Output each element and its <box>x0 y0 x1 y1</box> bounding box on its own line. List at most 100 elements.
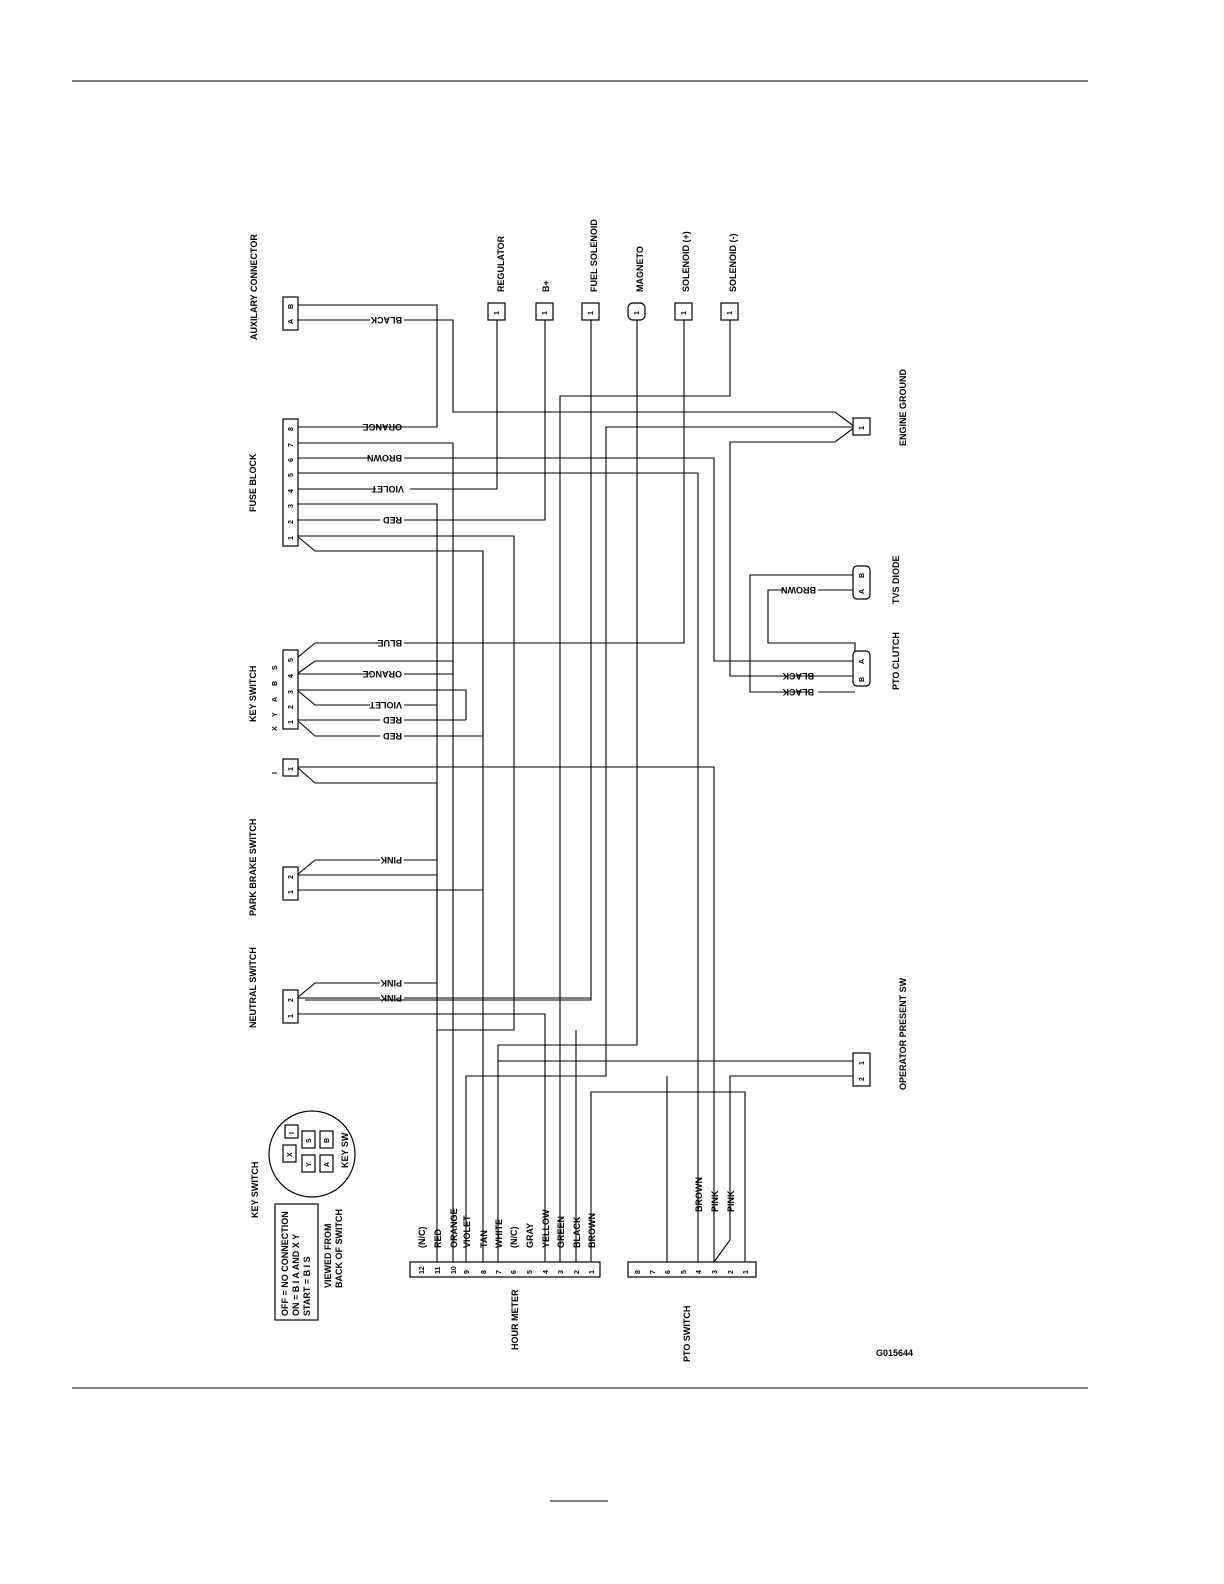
regulator-label: REGULATOR <box>496 235 506 292</box>
solenoid-plus-label: SOLENOID (+) <box>681 231 691 292</box>
hour-meter-wire-label: RED <box>433 1228 443 1248</box>
pto-switch-pin: 4 <box>696 1270 703 1274</box>
label-violet-fuse: VIOLET <box>371 484 404 494</box>
key-detail-b: B <box>324 1138 331 1143</box>
svg-text:1: 1 <box>727 311 734 315</box>
key-detail-i: I <box>289 1132 296 1134</box>
hour-meter-wire-label: BROWN <box>587 1213 597 1248</box>
pto-switch-pin: 3 <box>712 1270 719 1274</box>
tvs-diode-box <box>852 565 871 600</box>
label-black-aux: BLACK <box>370 315 402 325</box>
operator-present-box <box>852 1052 871 1087</box>
svg-text:Y: Y <box>272 712 279 717</box>
key-switch-legend: OFF = NO CONNECTION ON = B I A AND X Y S… <box>274 1203 344 1321</box>
svg-text:2: 2 <box>288 705 295 709</box>
b-plus-box <box>535 302 554 321</box>
key-switch-detail: X I Y S A B KEY SW <box>268 1110 356 1198</box>
pto-switch-wire-label: PINK <box>726 1190 736 1212</box>
svg-text:1: 1 <box>634 311 641 315</box>
magneto-label: MAGNETO <box>635 246 645 292</box>
hour-meter-pin: 1 <box>589 1270 596 1274</box>
key-detail-x: X <box>287 1152 294 1157</box>
pto-switch-pin: 5 <box>681 1270 688 1274</box>
fuel-solenoid-label: FUEL SOLENOID <box>589 219 599 292</box>
label-brown-fuse: BROWN <box>367 453 402 463</box>
engine-ground-box <box>852 417 871 436</box>
aux-connector-box <box>282 296 299 331</box>
key-detail-a: A <box>324 1162 331 1167</box>
key-sw-label: KEY SW <box>340 1132 350 1168</box>
svg-text:B: B <box>272 681 279 686</box>
label-red-key-1: RED <box>382 715 402 725</box>
svg-text:B: B <box>859 677 866 682</box>
key-switch-label: KEY SWITCH <box>248 666 258 722</box>
park-brake-switch-label: PARK BRAKE SWITCH <box>248 819 258 916</box>
svg-text:1: 1 <box>859 426 866 430</box>
svg-text:1: 1 <box>681 311 688 315</box>
hour-meter-wire-label: GREEN <box>556 1216 566 1248</box>
svg-text:3: 3 <box>288 504 295 508</box>
wire-color-labels: BLACK ORANGE BROWN VIOLET RED BLUE ORANG… <box>362 315 816 1003</box>
svg-text:X: X <box>272 726 279 731</box>
svg-text:A: A <box>288 319 295 324</box>
label-red-fuse: RED <box>382 515 402 525</box>
hour-meter-pin: 4 <box>543 1270 550 1274</box>
pto-clutch-box <box>852 650 871 687</box>
hour-meter-pin: 8 <box>481 1270 488 1274</box>
key-detail-y: Y <box>306 1162 313 1167</box>
hour-meter-wire-label: (N/C) <box>417 1227 427 1249</box>
hour-meter-wire-label: WHITE <box>494 1219 504 1248</box>
legend-viewed-from: VIEWED FROM <box>323 1224 333 1289</box>
park-brake-box <box>282 866 299 901</box>
svg-text:5: 5 <box>288 658 295 662</box>
svg-text:1: 1 <box>494 311 501 315</box>
hour-meter-wire-label: ORANGE <box>449 1208 459 1248</box>
label-black-pto-2: BLACK <box>782 687 814 697</box>
pto-switch-pin: 8 <box>635 1270 642 1274</box>
pto-switch-wire-label: PINK <box>710 1190 720 1212</box>
pto-clutch-label: PTO CLUTCH <box>891 632 901 690</box>
fuse-block-label: FUSE BLOCK <box>248 453 258 512</box>
svg-text:2: 2 <box>288 998 295 1002</box>
pto-switch-box <box>627 1261 757 1278</box>
svg-text:B: B <box>859 573 866 578</box>
svg-text:1: 1 <box>859 1061 866 1065</box>
svg-text:1: 1 <box>542 311 549 315</box>
svg-text:7: 7 <box>288 443 295 447</box>
pto-switch-wire-labels: BROWN PINK PINK <box>694 1177 736 1212</box>
engine-ground-label: ENGINE GROUND <box>898 368 908 446</box>
svg-text:4: 4 <box>288 674 295 678</box>
hour-meter-pin: 2 <box>574 1270 581 1274</box>
component-labels: AUXILARY CONNECTOR FUSE BLOCK KEY SWITCH… <box>248 219 908 1362</box>
pto-switch-pin: 6 <box>665 1270 672 1274</box>
key-detail-s: S <box>306 1138 313 1143</box>
label-blue-key: BLUE <box>378 638 403 648</box>
svg-text:A: A <box>859 659 866 664</box>
svg-text:4: 4 <box>288 489 295 493</box>
svg-text:5: 5 <box>288 473 295 477</box>
svg-text:3: 3 <box>288 690 295 694</box>
svg-text:A: A <box>272 697 279 702</box>
hour-meter-wire-label: VIOLET <box>462 1215 472 1248</box>
svg-text:I: I <box>272 772 279 774</box>
pto-switch-wire-label: BROWN <box>694 1177 704 1212</box>
label-pink-neutral-2: PINK <box>380 993 402 1003</box>
label-violet-key: VIOLET <box>369 700 402 710</box>
key-switch-box <box>282 649 299 730</box>
svg-text:2: 2 <box>859 1077 866 1081</box>
hour-meter-pin: 10 <box>451 1266 458 1274</box>
operator-present-label: OPERATOR PRESENT SW <box>898 977 908 1090</box>
label-black-pto-1: BLACK <box>782 671 814 681</box>
svg-text:1: 1 <box>288 890 295 894</box>
legend-back-of-switch: BACK OF SWITCH <box>334 1209 344 1288</box>
pto-switch-pin: 1 <box>743 1270 750 1274</box>
solenoid-minus-box <box>720 302 739 321</box>
hour-meter-pin: 11 <box>435 1266 442 1274</box>
solenoid-plus-box <box>674 302 693 321</box>
hour-meter-pin: 9 <box>464 1270 471 1274</box>
svg-text:B: B <box>288 304 295 309</box>
svg-text:6: 6 <box>288 458 295 462</box>
key-switch-detail-label: KEY SWITCH <box>250 1162 260 1218</box>
